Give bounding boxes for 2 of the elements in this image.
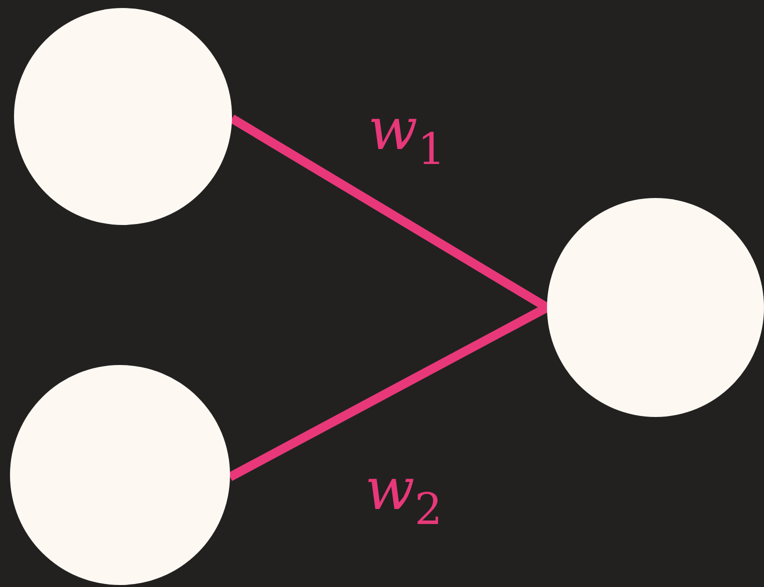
edge-label: w$_{1}$ (368, 100, 446, 173)
edge-label: w$_{2}$ (365, 460, 442, 533)
